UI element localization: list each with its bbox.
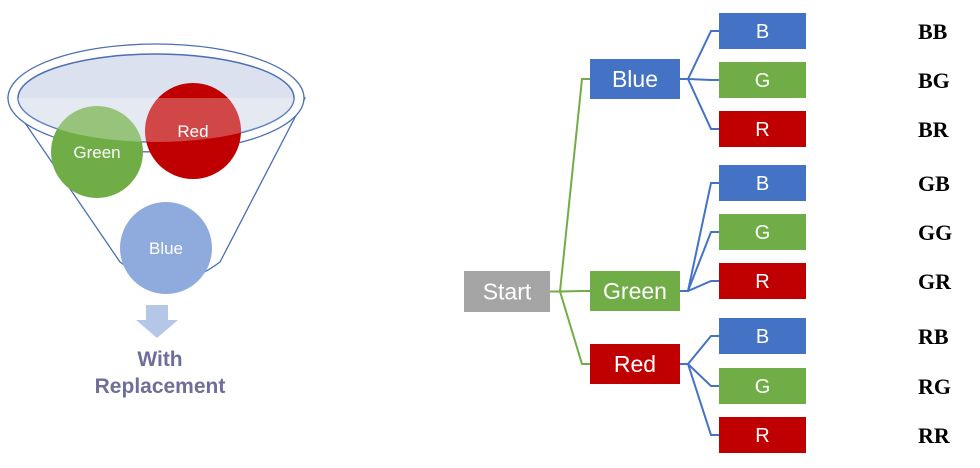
down-arrow-icon xyxy=(136,305,178,338)
second-draw-node xyxy=(719,263,806,299)
first-draw-label: Green xyxy=(603,278,667,304)
second-draw-node xyxy=(719,417,806,453)
branch-connector-line xyxy=(680,280,719,292)
second-draw-node xyxy=(719,214,806,250)
branch-connector-line xyxy=(680,78,719,130)
first-draw-node xyxy=(590,271,680,311)
green-ball xyxy=(51,106,143,198)
outcome-label: BR xyxy=(918,117,950,142)
branch-connector-line xyxy=(680,363,719,436)
start-node xyxy=(464,271,550,312)
root-connector-line xyxy=(550,78,590,293)
outcome-list: BB BG BR GB GG GR RB RG RR xyxy=(918,19,952,448)
second-draw-node xyxy=(719,62,806,98)
second-draw-label: B xyxy=(756,326,769,348)
first-draw-label: Blue xyxy=(612,66,658,92)
outcome-label: RG xyxy=(918,374,951,399)
blue-ball-label: Blue xyxy=(149,239,183,258)
outcome-label: RB xyxy=(918,324,949,349)
blue-ball xyxy=(120,202,212,294)
green-ball-label: Green xyxy=(73,143,120,162)
first-draw-node xyxy=(590,59,680,99)
outcome-label: RR xyxy=(918,423,951,448)
first-draw-label: Red xyxy=(614,351,656,377)
second-draw-label: R xyxy=(755,271,769,293)
branch-connector-line xyxy=(680,182,719,292)
root-connector-line xyxy=(550,290,590,365)
second-draw-label: G xyxy=(755,376,771,398)
caption-with: With xyxy=(137,348,182,371)
red-ball xyxy=(145,83,241,179)
first-draw-node xyxy=(590,344,680,384)
outcome-label: GG xyxy=(918,220,952,245)
branch-connector-line xyxy=(680,363,719,387)
second-draw-node xyxy=(719,165,806,201)
second-draw-label: B xyxy=(756,173,769,195)
second-draw-node xyxy=(719,111,806,147)
second-draw-node xyxy=(719,13,806,49)
second-draw-label: G xyxy=(755,70,771,92)
start-node-label: Start xyxy=(483,279,532,305)
second-draw-label: R xyxy=(755,425,769,447)
funnel-lip-overlay xyxy=(18,98,294,142)
second-draw-label: B xyxy=(756,21,769,43)
second-draw-label: R xyxy=(755,119,769,141)
caption-replacement: Replacement xyxy=(95,375,226,398)
outcome-label: GB xyxy=(918,171,950,196)
outcome-label: BB xyxy=(918,19,948,44)
funnel-illustration: Green Red Blue With Replacement xyxy=(6,43,307,398)
second-draw-node xyxy=(719,318,806,354)
second-draw-label: G xyxy=(755,222,771,244)
second-draw-node xyxy=(719,368,806,404)
outcome-label: GR xyxy=(918,269,952,294)
outcome-label: BG xyxy=(918,68,950,93)
branch-connector-line xyxy=(680,335,719,365)
red-ball-label: Red xyxy=(177,122,208,141)
branch-connector-line xyxy=(680,30,719,80)
